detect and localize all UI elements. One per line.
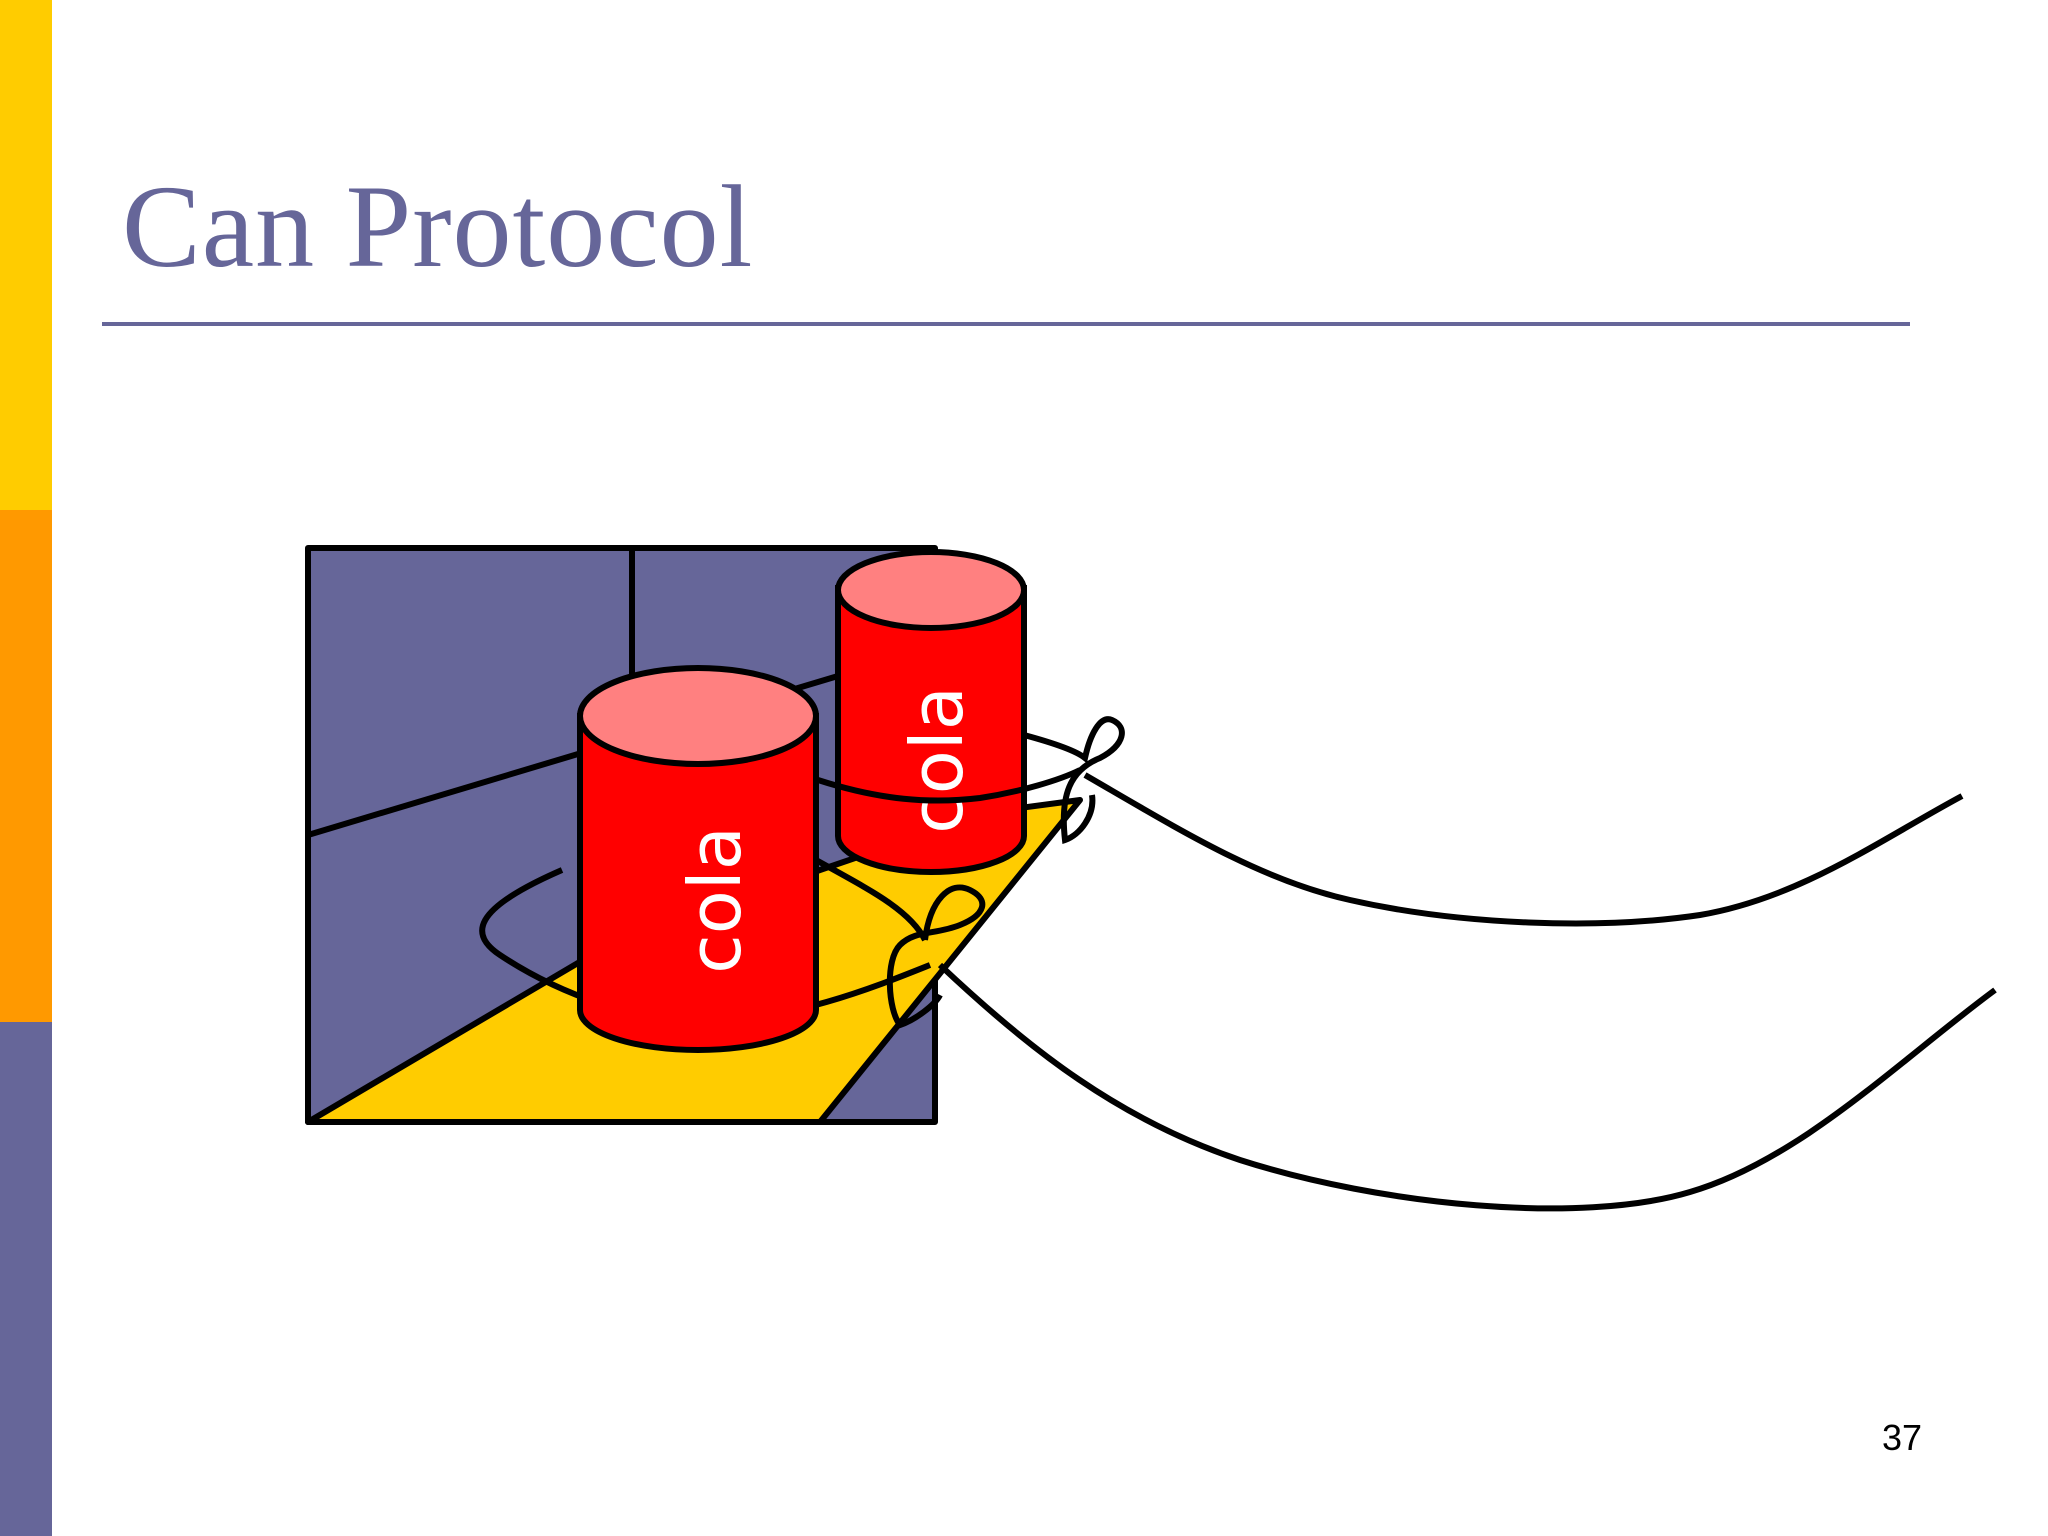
can-back-label: cola	[895, 686, 979, 834]
string-wrap-front	[814, 857, 928, 942]
sidebar-accent-bar	[0, 0, 52, 1536]
string-lower	[937, 962, 1997, 1212]
slide-page-number: 37	[1881, 1417, 1922, 1458]
sidebar-segment-purple	[0, 1022, 52, 1536]
string-upper	[1083, 772, 1964, 927]
can-back: cola	[835, 549, 1027, 875]
title-underline-rule	[102, 322, 1910, 326]
sidebar-segment-yellow	[0, 0, 52, 510]
knot-upper	[1023, 716, 1125, 845]
knot-middle	[886, 884, 986, 1029]
sidebar-segment-orange	[0, 510, 52, 1022]
slide-title: Can Protocol	[122, 161, 754, 292]
string-loop-right	[817, 767, 1082, 804]
can-front-label: cola	[673, 826, 757, 974]
can-front: cola	[577, 665, 819, 1053]
